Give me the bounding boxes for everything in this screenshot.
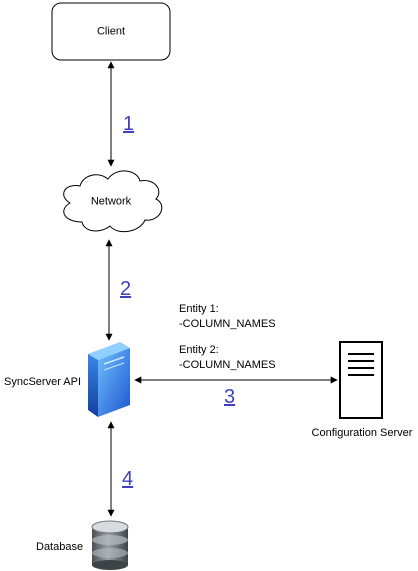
cloud-icon xyxy=(63,170,163,233)
entity-2-columns: -COLUMN_NAMES xyxy=(179,359,276,371)
client-node: Client xyxy=(51,2,171,61)
server-icon xyxy=(88,342,130,417)
step-1-label: 1 xyxy=(123,113,134,135)
config-server-label: Configuration Server xyxy=(312,427,413,439)
syncserver-label: SyncServer API xyxy=(4,376,81,388)
step-2-label: 2 xyxy=(120,278,131,300)
step-3-label: 3 xyxy=(224,386,235,408)
database-node: Database xyxy=(36,520,129,570)
entity-1-name: Entity 1: xyxy=(179,303,219,315)
server-rack-icon xyxy=(339,341,383,419)
syncserver-node: SyncServer API xyxy=(4,342,130,417)
client-label: Client xyxy=(97,26,125,38)
network-cloud-node: Network xyxy=(63,170,163,233)
config-server-node: Configuration Server xyxy=(312,341,413,439)
step-4-label: 4 xyxy=(122,468,133,490)
network-label: Network xyxy=(91,196,132,208)
entity-2-name: Entity 2: xyxy=(179,344,219,356)
database-label: Database xyxy=(36,541,83,553)
database-icon xyxy=(91,520,129,570)
entity-1-columns: -COLUMN_NAMES xyxy=(179,318,276,330)
entity-annotation: Entity 1: -COLUMN_NAMES Entity 2: -COLUM… xyxy=(179,303,276,371)
